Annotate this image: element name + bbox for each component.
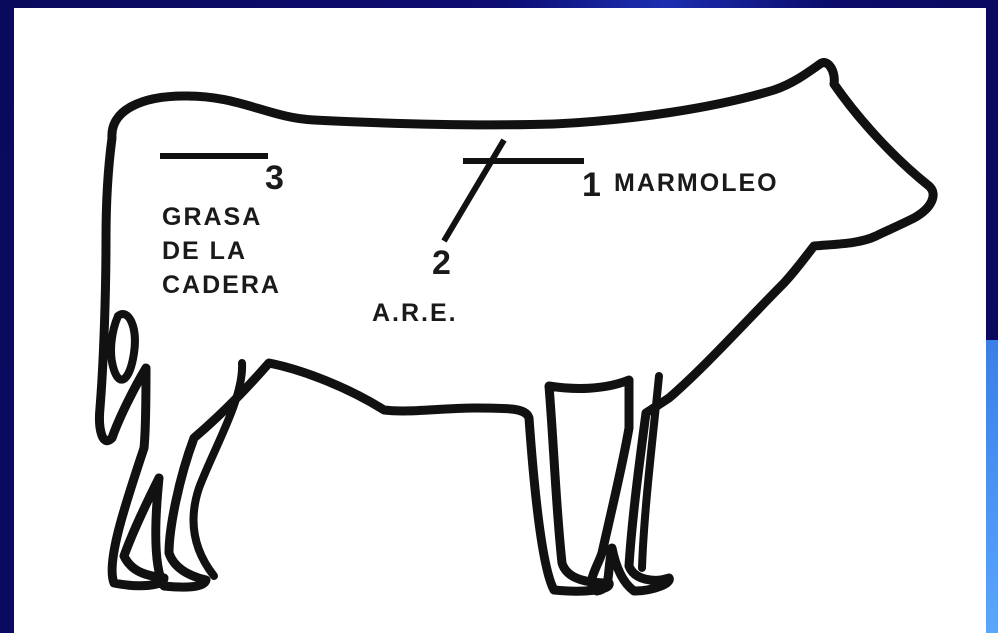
diagram-panel: 1 MARMOLEO 2 A.R.E. 3 GRASA DE LA CADERA bbox=[14, 8, 986, 633]
cow-outline bbox=[100, 63, 934, 592]
cow-tail bbox=[111, 314, 135, 380]
cow-hind-leg-inner bbox=[194, 363, 243, 576]
cow-diagram bbox=[14, 8, 986, 633]
rump-fat-label-line-2: DE LA bbox=[162, 234, 247, 268]
rump-fat-label-line-1: GRASA bbox=[162, 200, 262, 234]
rump-fat-label-line-3: CADERA bbox=[162, 268, 281, 302]
marbling-number: 1 bbox=[582, 168, 601, 202]
rib-eye-line bbox=[444, 140, 504, 241]
rib-eye-number: 2 bbox=[432, 246, 451, 280]
rib-eye-label: A.R.E. bbox=[372, 296, 458, 330]
marbling-label: MARMOLEO bbox=[614, 166, 779, 200]
rump-fat-number: 3 bbox=[265, 161, 284, 195]
